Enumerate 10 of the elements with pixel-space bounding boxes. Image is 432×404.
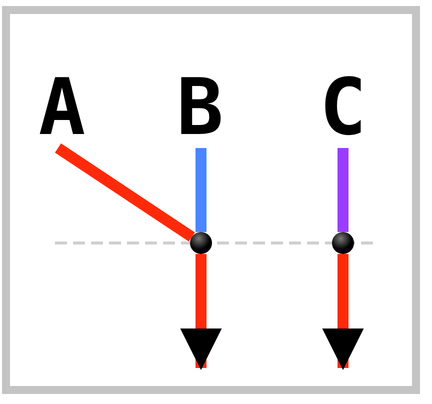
arrow [322, 254, 364, 370]
connector-line [196, 148, 206, 232]
letter-label: B [160, 68, 240, 148]
connector-line [54, 143, 195, 242]
arrow [180, 254, 222, 370]
circle-node [190, 232, 212, 254]
circle-node [332, 232, 354, 254]
letter-label: A [22, 68, 102, 148]
letter-label: C [303, 68, 383, 148]
connector-line [338, 148, 348, 232]
